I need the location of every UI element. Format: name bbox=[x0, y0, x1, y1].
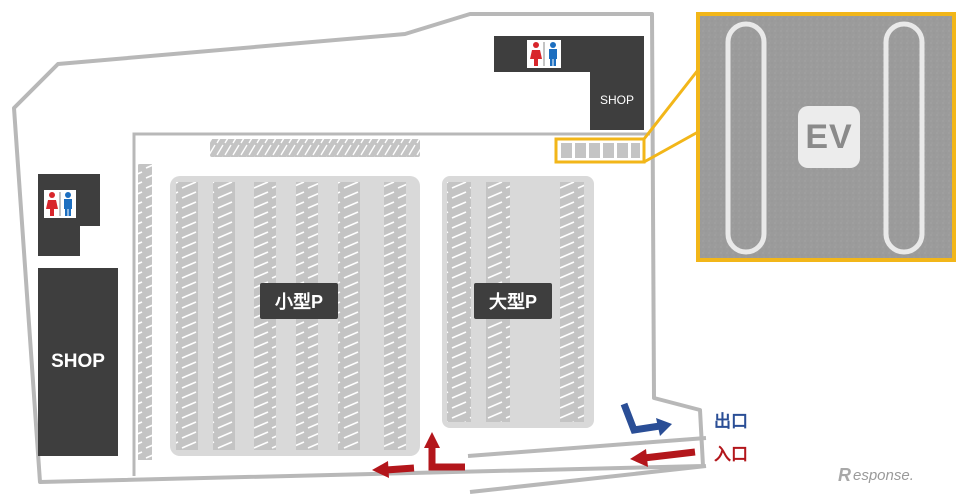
stall-column bbox=[176, 182, 198, 450]
restroom-icon bbox=[44, 190, 76, 218]
entry-arrow-icon bbox=[424, 432, 465, 471]
response-watermark: R esponse. bbox=[838, 465, 914, 486]
restroom-icon bbox=[527, 40, 561, 68]
shop-building-large bbox=[38, 268, 118, 456]
small-car-stall-rows bbox=[176, 182, 406, 450]
ev-marking: EV bbox=[798, 106, 860, 168]
parking-lot-boundary bbox=[132, 132, 650, 476]
large-parking-label: 大型P bbox=[474, 283, 552, 319]
callout-line bbox=[643, 130, 699, 164]
ev-stall bbox=[575, 143, 586, 158]
ev-stall-line-right bbox=[883, 21, 925, 255]
ev-stall-line-left bbox=[725, 21, 767, 255]
parking-row-top bbox=[210, 139, 420, 157]
stall-column bbox=[213, 182, 235, 450]
stall-column bbox=[338, 182, 360, 450]
road-line-lower bbox=[469, 464, 707, 494]
shop-label-small: SHOP bbox=[599, 93, 634, 107]
ev-stall bbox=[589, 143, 600, 158]
parking-strip-left bbox=[138, 164, 152, 460]
entry-arrow-icon bbox=[372, 461, 415, 478]
entrance-label: 入口 bbox=[714, 445, 748, 464]
ev-stalls bbox=[561, 143, 640, 158]
stall-column bbox=[447, 182, 471, 422]
ev-stall bbox=[617, 143, 628, 158]
callout-line bbox=[642, 69, 700, 140]
entry-arrow-icon bbox=[630, 448, 696, 467]
ev-stall bbox=[561, 143, 572, 158]
ev-stall bbox=[603, 143, 614, 158]
restroom-building-top bbox=[494, 36, 644, 72]
exit-arrow-icon bbox=[620, 402, 672, 436]
stall-column bbox=[560, 182, 584, 422]
exit-label: 出口 bbox=[714, 412, 748, 431]
road-line-upper bbox=[467, 436, 707, 458]
watermark-text: esponse. bbox=[853, 467, 914, 484]
stall-column bbox=[384, 182, 406, 450]
watermark-logo-r: R bbox=[838, 465, 851, 485]
shop-building-small bbox=[590, 70, 644, 130]
shop-label-large: SHOP bbox=[51, 350, 105, 372]
small-parking-label: 小型P bbox=[260, 283, 338, 319]
ev-stall bbox=[631, 143, 640, 158]
